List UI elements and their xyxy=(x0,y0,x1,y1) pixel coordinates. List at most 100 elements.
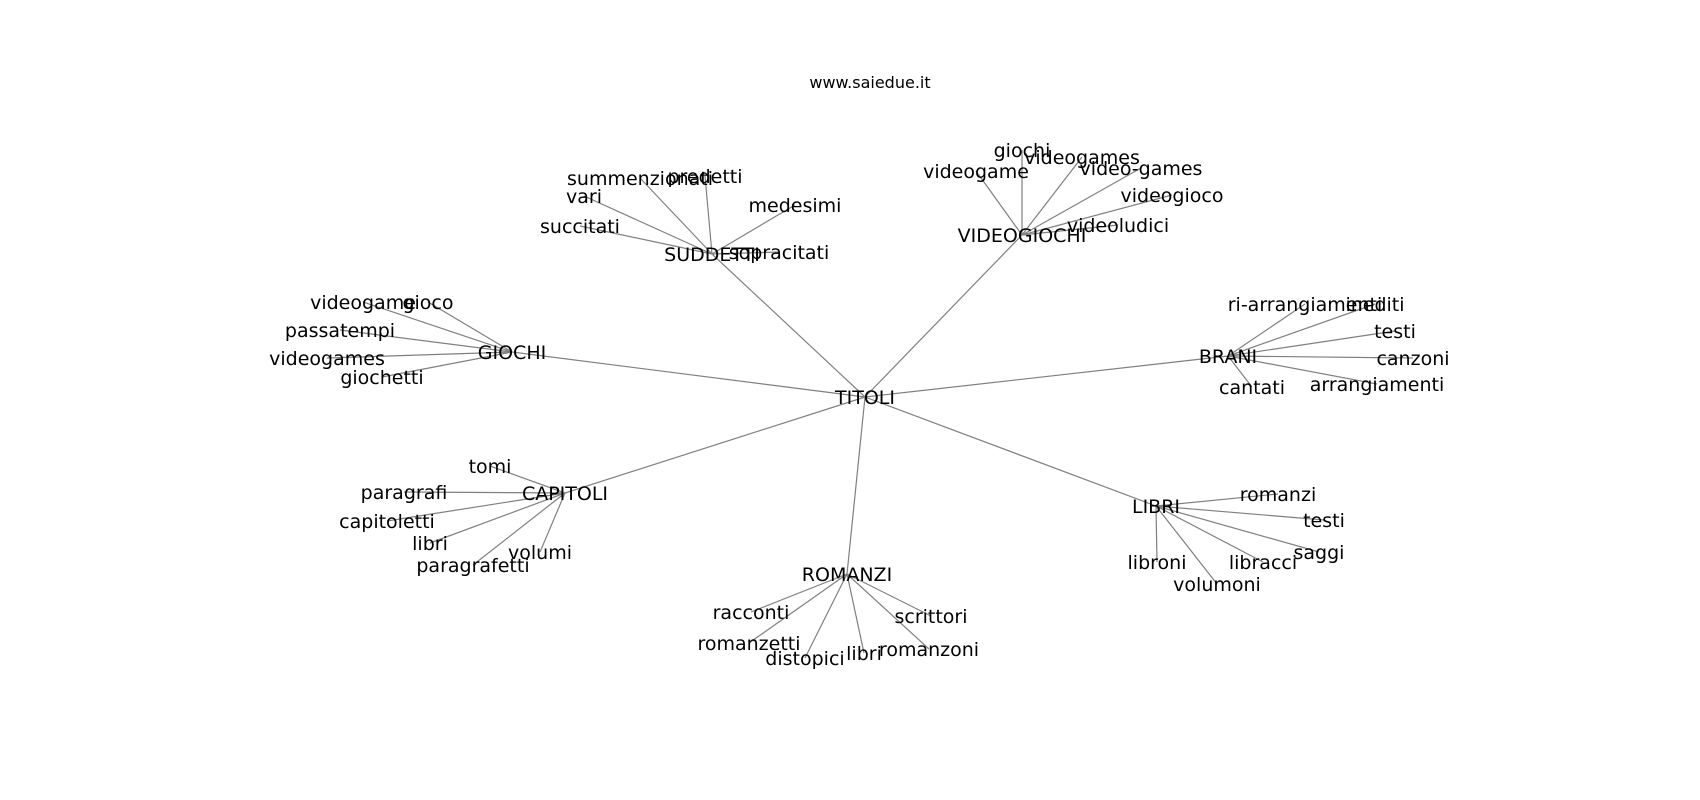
edge-brani-leaf xyxy=(1227,355,1253,388)
leaf-node-label: giochetti xyxy=(340,367,423,389)
hub-node-label: SUDDETTI xyxy=(664,244,760,266)
edge-libri-leaf xyxy=(1155,493,1279,507)
leaf-node-label: videogame xyxy=(923,161,1029,183)
leaf-node-label: libracci xyxy=(1229,552,1297,574)
edge-brani-leaf xyxy=(1227,303,1376,357)
leaf-node-label: libri xyxy=(412,533,448,555)
edge-capitoli-leaf xyxy=(489,465,566,494)
leaf-node-label: libroni xyxy=(1128,552,1187,574)
edge-suddetti-leaf xyxy=(704,175,713,255)
leaf-node-label: gioco xyxy=(402,292,453,314)
leaf-node-label: videogame xyxy=(310,292,416,314)
leaf-node-label: tomi xyxy=(469,456,512,478)
edge-brani-leaf xyxy=(1227,355,1378,385)
edge-romanzi-leaf xyxy=(846,573,865,654)
edge-romanzi-leaf xyxy=(846,573,930,650)
edge-capitoli-leaf xyxy=(386,492,566,522)
hub-node-label: LIBRI xyxy=(1132,496,1180,518)
hub-node-label: BRANI xyxy=(1199,346,1257,368)
leaf-node-label: videogames xyxy=(1024,147,1140,169)
hub-node-label: VIDEOGIOCHI xyxy=(958,225,1087,247)
leaf-node-label: saggi xyxy=(1294,542,1345,564)
leaf-node-label: distopici xyxy=(765,648,844,670)
leaf-node-label: sopracitati xyxy=(729,242,830,264)
leaf-node-label: scrittori xyxy=(894,606,967,628)
edge-root-giochi xyxy=(511,351,866,398)
leaf-node-label: volumi xyxy=(508,542,572,564)
leaf-node-label: videogames xyxy=(269,348,385,370)
site-title: www.saiedue.it xyxy=(809,73,930,92)
edge-romanzi-leaf xyxy=(748,573,848,644)
edge-giochi-leaf xyxy=(326,351,513,359)
hub-node-label: ROMANZI xyxy=(802,564,892,586)
edge-videogiochi-leaf xyxy=(1021,156,1083,236)
edge-libri-leaf xyxy=(1155,505,1158,563)
edge-libri-leaf xyxy=(1155,505,1218,585)
edge-capitoli-leaf xyxy=(403,491,566,494)
graph-edges xyxy=(326,150,1414,659)
edge-suddetti-leaf xyxy=(639,177,713,255)
root-node-label: TITOLI xyxy=(834,387,895,409)
edge-romanzi-leaf xyxy=(846,573,932,617)
edge-giochi-leaf xyxy=(427,301,513,353)
edge-root-romanzi xyxy=(846,396,866,575)
leaf-node-label: canzoni xyxy=(1376,348,1449,370)
leaf-node-label: romanzoni xyxy=(879,639,979,661)
leaf-node-label: arrangiamenti xyxy=(1310,374,1445,396)
leaf-node-label: videoludici xyxy=(1067,215,1169,237)
edge-brani-leaf xyxy=(1227,330,1396,357)
edge-suddetti-leaf xyxy=(711,251,780,255)
edge-videogiochi-leaf xyxy=(1021,167,1142,236)
edge-videogiochi-leaf xyxy=(1021,224,1119,236)
edge-suddetti-leaf xyxy=(579,225,713,255)
edge-capitoli-leaf xyxy=(539,492,566,553)
leaf-node-label: paragrafetti xyxy=(416,555,529,577)
leaf-node-label: inediti xyxy=(1345,294,1404,316)
leaf-node-label: racconti xyxy=(713,602,790,624)
leaf-node-label: summenzionati xyxy=(567,168,713,190)
leaf-node-label: paragrafi xyxy=(361,482,448,504)
edge-capitoli-leaf xyxy=(429,492,566,544)
hub-node-label: GIOCHI xyxy=(478,342,546,364)
leaf-node-label: capitoletti xyxy=(339,511,435,533)
edge-libri-leaf xyxy=(1155,505,1320,553)
edge-root-videogiochi xyxy=(864,234,1023,398)
edge-giochi-leaf xyxy=(381,351,513,378)
edge-giochi-leaf xyxy=(339,329,513,353)
edge-root-libri xyxy=(864,396,1157,507)
leaf-node-label: libri xyxy=(846,643,882,665)
edge-suddetti-leaf xyxy=(711,204,796,255)
edge-root-brani xyxy=(864,355,1229,398)
leaf-node-label: romanzetti xyxy=(697,633,800,655)
leaf-node-label: testi xyxy=(1374,321,1416,343)
leaf-node-label: medesimi xyxy=(749,195,842,217)
edge-giochi-leaf xyxy=(362,301,513,353)
leaf-node-label: volumoni xyxy=(1173,574,1261,596)
edge-brani-leaf xyxy=(1227,303,1306,357)
edge-romanzi-leaf xyxy=(750,573,848,613)
edge-root-suddetti xyxy=(711,253,866,398)
leaf-node-label: succitati xyxy=(540,216,620,238)
hub-node-label: CAPITOLI xyxy=(522,483,608,505)
leaf-node-label: vari xyxy=(566,186,602,208)
leaf-node-label: testi xyxy=(1303,510,1345,532)
leaf-node-label: cantati xyxy=(1219,377,1285,399)
leaf-node-label: passatempi xyxy=(285,320,395,342)
edge-libri-leaf xyxy=(1155,505,1264,563)
leaf-node-label: ri-arrangiamenti xyxy=(1228,294,1383,316)
leaf-node-label: videogioco xyxy=(1121,185,1224,207)
edge-videogiochi-leaf xyxy=(1021,194,1173,236)
edge-brani-leaf xyxy=(1227,355,1414,359)
edge-root-capitoli xyxy=(564,396,866,494)
leaf-node-label: romanzi xyxy=(1240,484,1316,506)
edge-romanzi-leaf xyxy=(804,573,848,659)
leaf-node-label: giochi xyxy=(994,140,1051,162)
edge-videogiochi-leaf xyxy=(975,170,1023,236)
edge-libri-leaf xyxy=(1155,505,1325,521)
leaf-node-label: video-games xyxy=(1080,158,1203,180)
edge-capitoli-leaf xyxy=(472,492,566,566)
edge-suddetti-leaf xyxy=(583,195,713,255)
leaf-node-label: predetti xyxy=(667,166,742,188)
